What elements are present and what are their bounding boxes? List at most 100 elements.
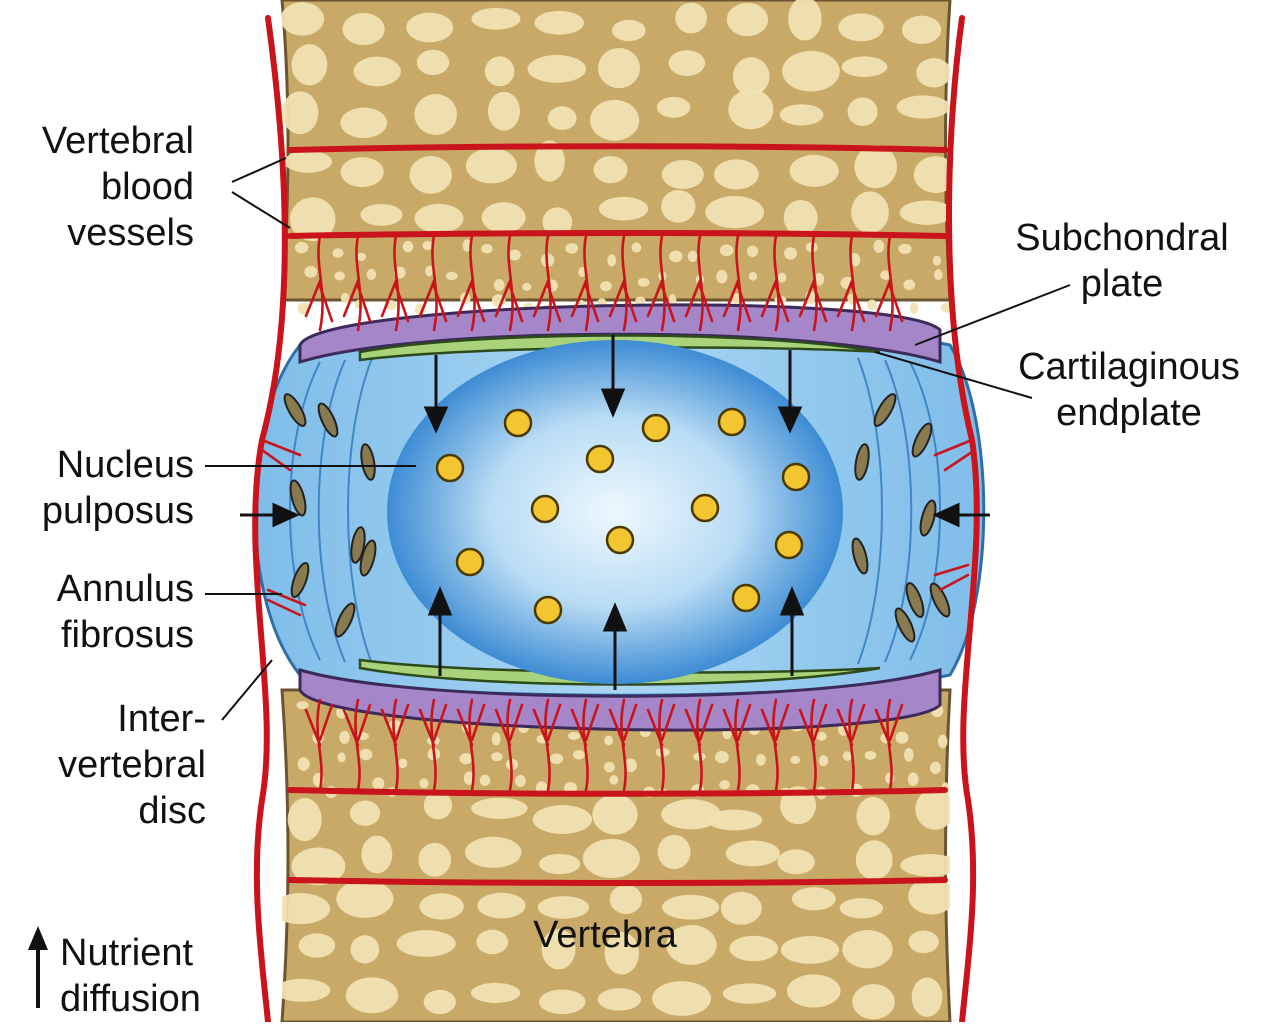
bone-pore xyxy=(598,988,641,1010)
bone-pore xyxy=(726,840,780,866)
bone-pore xyxy=(632,242,642,252)
bone-pore xyxy=(415,204,464,233)
bone-pore xyxy=(819,755,828,766)
bone-pore xyxy=(904,748,914,762)
bone-pore xyxy=(492,732,501,745)
label-annulus-fibrosus: Annulus fibrosus xyxy=(0,566,194,658)
bone-pore xyxy=(885,773,894,784)
bone-pore xyxy=(336,880,393,918)
label-line: Annulus xyxy=(0,566,194,612)
bone-pore xyxy=(488,92,520,131)
label-line: Nutrient xyxy=(60,930,250,976)
bone-pore xyxy=(897,95,950,118)
bone-pore xyxy=(406,13,453,43)
bone-pore xyxy=(612,20,646,41)
bone-pore xyxy=(778,273,787,283)
bone-pore xyxy=(482,202,526,233)
bone-pore xyxy=(446,272,458,281)
bone-pore xyxy=(652,981,711,1016)
bone-pore xyxy=(403,241,414,252)
bone-pore xyxy=(534,11,584,35)
bone-pore xyxy=(341,157,384,187)
legend-nutrient-diffusion: Nutrient diffusion xyxy=(60,930,250,1022)
bone-pore xyxy=(661,190,695,223)
nucleus-cell xyxy=(643,415,669,441)
bone-pore xyxy=(339,731,349,744)
nucleus-cell xyxy=(437,455,463,481)
bone-pore xyxy=(338,752,346,762)
bone-pore xyxy=(280,2,324,35)
bone-pore xyxy=(851,191,889,233)
nucleus-cell xyxy=(733,585,759,611)
label-line: diffusion xyxy=(60,976,250,1022)
nucleus-cell xyxy=(457,549,483,575)
bone-pore xyxy=(719,780,730,789)
label-line: Inter- xyxy=(0,696,206,742)
bone-pore xyxy=(784,200,818,236)
bone-pore xyxy=(494,279,505,291)
bone-pore xyxy=(592,794,637,834)
label-line: endplate xyxy=(994,390,1264,436)
bone-pore xyxy=(662,160,704,189)
bone-pore xyxy=(781,936,839,964)
bone-pore xyxy=(873,240,884,253)
bone-pore xyxy=(539,990,585,1015)
bone-pore xyxy=(359,749,372,760)
bone-pore xyxy=(784,247,797,259)
bone-pore xyxy=(465,837,521,868)
bone-pore xyxy=(705,196,764,228)
bone-pore xyxy=(573,750,585,760)
bone-pore xyxy=(424,990,456,1014)
bone-pore xyxy=(539,854,580,874)
bone-pore xyxy=(410,156,452,194)
bone-pore xyxy=(604,762,615,772)
bone-pore xyxy=(933,256,941,266)
bone-pore xyxy=(274,979,330,1002)
bone-pore xyxy=(675,3,707,34)
bone-pore xyxy=(688,251,698,263)
bone-pore xyxy=(425,266,433,277)
bone-pore xyxy=(865,751,877,760)
bone-pore xyxy=(910,302,918,313)
bone-pore xyxy=(466,148,517,183)
label-line: Nucleus xyxy=(0,442,194,488)
label-line: Cartilaginous xyxy=(994,344,1264,390)
label-line: vertebral xyxy=(0,742,206,788)
bone-pore xyxy=(912,978,943,1017)
label-nucleus-pulposus: Nucleus pulposus xyxy=(0,442,194,534)
label-line: pulposus xyxy=(0,488,194,534)
leader-vessels-1 xyxy=(232,158,286,182)
bone-pore xyxy=(598,48,640,88)
bone-pore xyxy=(610,885,642,914)
bone-pore xyxy=(604,735,613,745)
bone-pore xyxy=(459,753,472,764)
bone-pore xyxy=(840,898,883,918)
bone-pore xyxy=(298,757,310,771)
label-cartilaginous-endplate: Cartilaginous endplate xyxy=(994,344,1264,436)
nucleus-cell xyxy=(776,532,802,558)
bone-pore xyxy=(790,756,800,764)
bone-pore xyxy=(848,97,878,126)
bone-pore xyxy=(485,56,515,86)
nucleus-cell xyxy=(692,495,718,521)
nucleus-cell xyxy=(532,496,558,522)
bone-pore xyxy=(607,254,616,266)
bone-pore xyxy=(292,44,328,85)
bone-pore xyxy=(787,974,841,1007)
bone-pore xyxy=(398,758,407,768)
bone-pore xyxy=(838,13,884,41)
bone-pore xyxy=(780,104,824,125)
bone-pore xyxy=(657,97,690,118)
bone-pore xyxy=(372,777,384,789)
bone-pore xyxy=(288,798,322,841)
bone-pore xyxy=(284,151,332,173)
upper-vertebra xyxy=(280,0,957,315)
label-line: fibrosus xyxy=(0,612,194,658)
label-line: disc xyxy=(0,788,206,834)
bone-pore xyxy=(749,272,757,281)
bone-pore xyxy=(916,58,951,87)
bone-pore xyxy=(522,283,531,291)
bone-pore xyxy=(782,51,840,92)
bone-pore xyxy=(638,278,650,287)
bone-pore xyxy=(481,244,492,254)
